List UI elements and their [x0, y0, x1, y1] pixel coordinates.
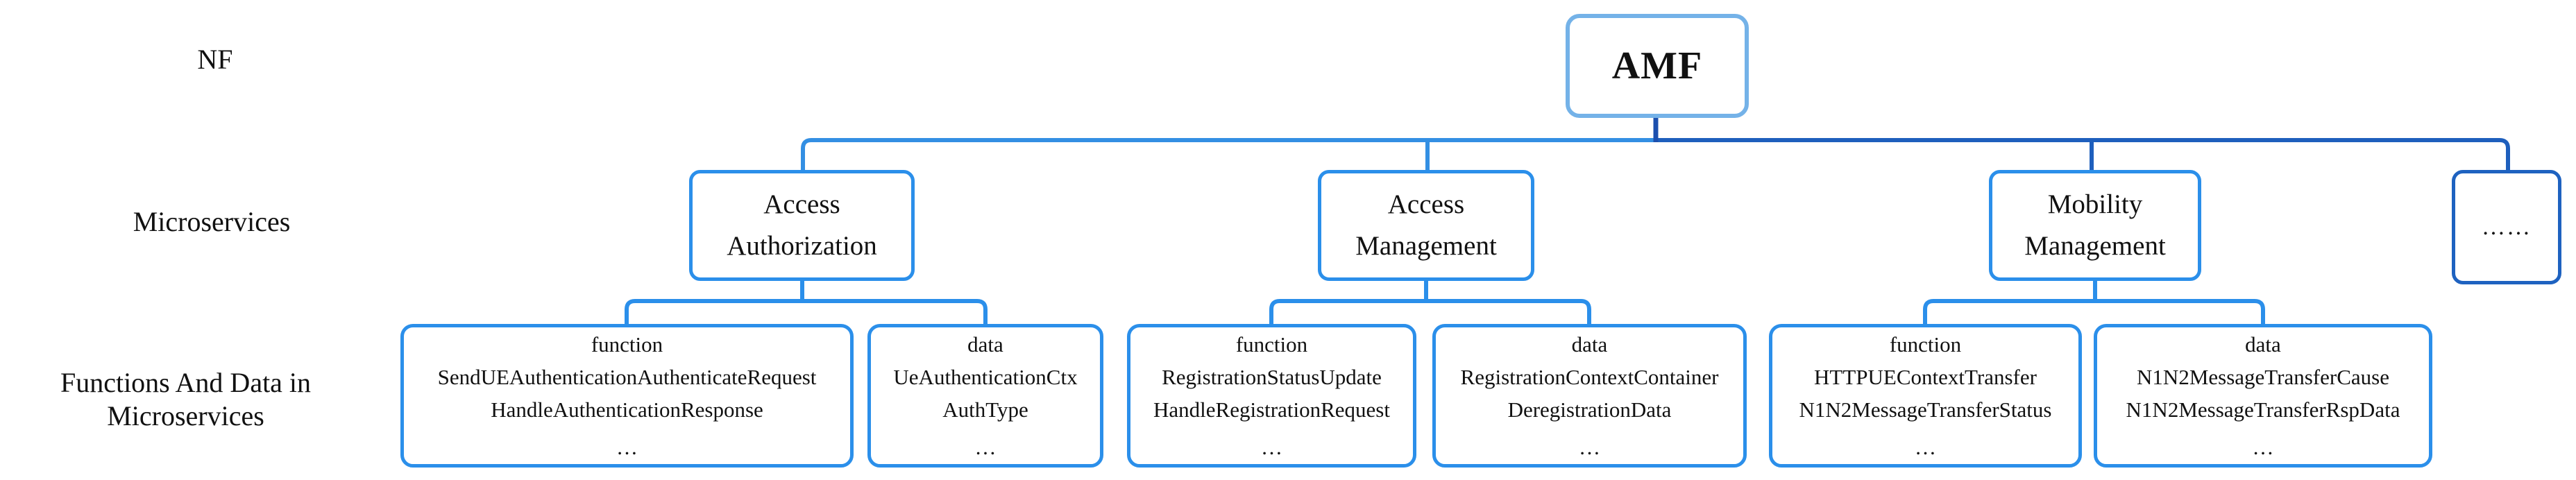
row-label-microservices: Microservices [133, 206, 291, 237]
leaf-item: HandleRegistrationRequest [1153, 397, 1390, 422]
leaf-type-label: function [1889, 332, 1962, 357]
leaf-ellipsis: … [974, 435, 997, 459]
leaf-type-label: data [1571, 332, 1608, 357]
leaf-item: SendUEAuthenticationAuthenticateRequest [437, 365, 817, 389]
leaf-item: RegistrationStatusUpdate [1162, 365, 1382, 389]
node-more-microservices: …… [2452, 170, 2561, 284]
node-access-authorization-function: function SendUEAuthenticationAuthenticat… [400, 324, 854, 468]
node-access-authorization-label: Access Authorization [727, 189, 877, 261]
leaf-type-label: data [2245, 332, 2281, 357]
leaf-ellipsis: … [1261, 435, 1282, 459]
node-access-management-data: data RegistrationContextContainer Deregi… [1432, 324, 1747, 468]
leaf-ellipsis: … [2252, 435, 2274, 459]
leaf-item: RegistrationContextContainer [1460, 365, 1719, 389]
leaf-item: UeAuthenticationCtx [893, 365, 1078, 389]
node-mobility-management-label: Mobility Management [2024, 189, 2166, 261]
leaf-item: HandleAuthenticationResponse [491, 397, 763, 422]
node-access-management-function: function RegistrationStatusUpdate Handle… [1127, 324, 1416, 468]
connector-right-branch [1656, 138, 2510, 171]
leaf-ellipsis: … [616, 435, 638, 459]
node-mobility-management: Mobility Management [1989, 170, 2201, 281]
connector-children [625, 280, 2265, 325]
node-access-authorization-data: data UeAuthenticationCtx AuthType … [867, 324, 1103, 468]
leaf-item: AuthType [942, 397, 1028, 422]
node-access-management: Access Management [1318, 170, 1534, 281]
row-label-nf: NF [197, 44, 233, 75]
leaf-item: N1N2MessageTransferCause [2137, 365, 2389, 389]
leaf-item: N1N2MessageTransferStatus [1799, 397, 2052, 422]
connector-left-branch [801, 138, 1656, 171]
leaf-ellipsis: … [1915, 435, 1936, 459]
node-access-management-label: Access Management [1355, 189, 1497, 261]
node-amf: AMF [1566, 14, 1749, 118]
leaf-item: N1N2MessageTransferRspData [2126, 397, 2400, 422]
node-more-microservices-label: …… [2482, 214, 2532, 240]
leaf-type-label: data [967, 332, 1003, 357]
leaf-ellipsis: … [1579, 435, 1600, 459]
leaf-item: HTTPUEContextTransfer [1814, 365, 2037, 389]
node-access-authorization: Access Authorization [689, 170, 915, 281]
node-mobility-management-data: data N1N2MessageTransferCause N1N2Messag… [2094, 324, 2432, 468]
node-mobility-management-function: function HTTPUEContextTransfer N1N2Messa… [1769, 324, 2082, 468]
leaf-type-label: function [591, 332, 663, 357]
node-amf-label: AMF [1611, 44, 1703, 87]
leaf-item: DeregistrationData [1507, 397, 1672, 422]
row-label-functions-and-data: Functions And Data in Microservices [60, 367, 312, 431]
leaf-type-label: function [1235, 332, 1308, 357]
